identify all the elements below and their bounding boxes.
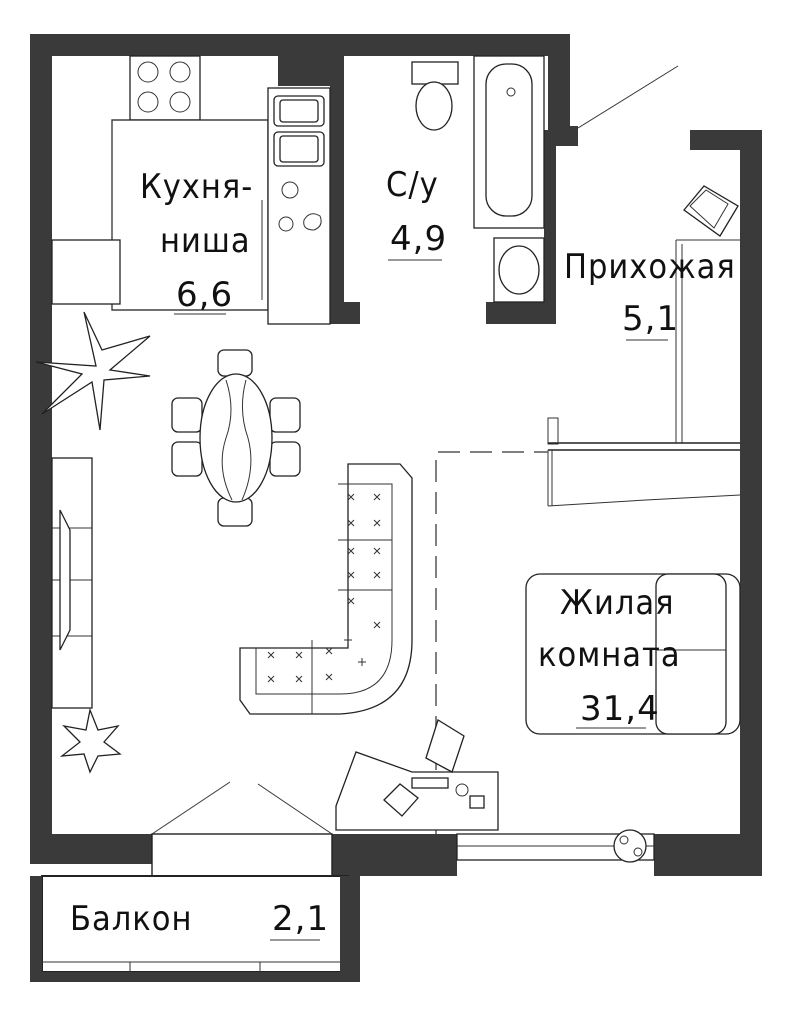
living-label-line2: комната — [538, 635, 681, 675]
plant-icon-2 — [613, 829, 647, 863]
desk — [335, 719, 499, 831]
bathroom-label: С/у — [386, 165, 439, 205]
corner-sofa — [239, 463, 413, 715]
hallway-chair — [683, 185, 739, 237]
bed — [525, 573, 741, 735]
living-label-line1: Жилая — [560, 583, 675, 623]
balcony — [30, 781, 360, 982]
kitchen-label-line2: ниша — [160, 221, 251, 261]
walls — [30, 34, 762, 876]
kitchen-area: 6,6 — [176, 275, 233, 315]
bathroom-furniture — [411, 55, 545, 303]
tv-unit — [51, 457, 93, 709]
balcony-area: 2,1 — [272, 899, 329, 939]
bathroom-area: 4,9 — [390, 219, 447, 259]
kitchen-furniture — [51, 55, 331, 325]
balcony-label: Балкон — [70, 899, 192, 939]
room-labels: Кухня- ниша 6,6 С/у 4,9 Прихожая 5,1 Жил… — [70, 165, 736, 941]
hallway-label: Прихожая — [564, 247, 736, 287]
living-area: 31,4 — [580, 689, 660, 729]
plant-icon — [35, 311, 151, 431]
flower-icon — [59, 707, 122, 774]
hallway-area: 5,1 — [622, 299, 679, 339]
kitchen-label-line1: Кухня- — [140, 167, 253, 207]
dining-table — [171, 349, 301, 527]
